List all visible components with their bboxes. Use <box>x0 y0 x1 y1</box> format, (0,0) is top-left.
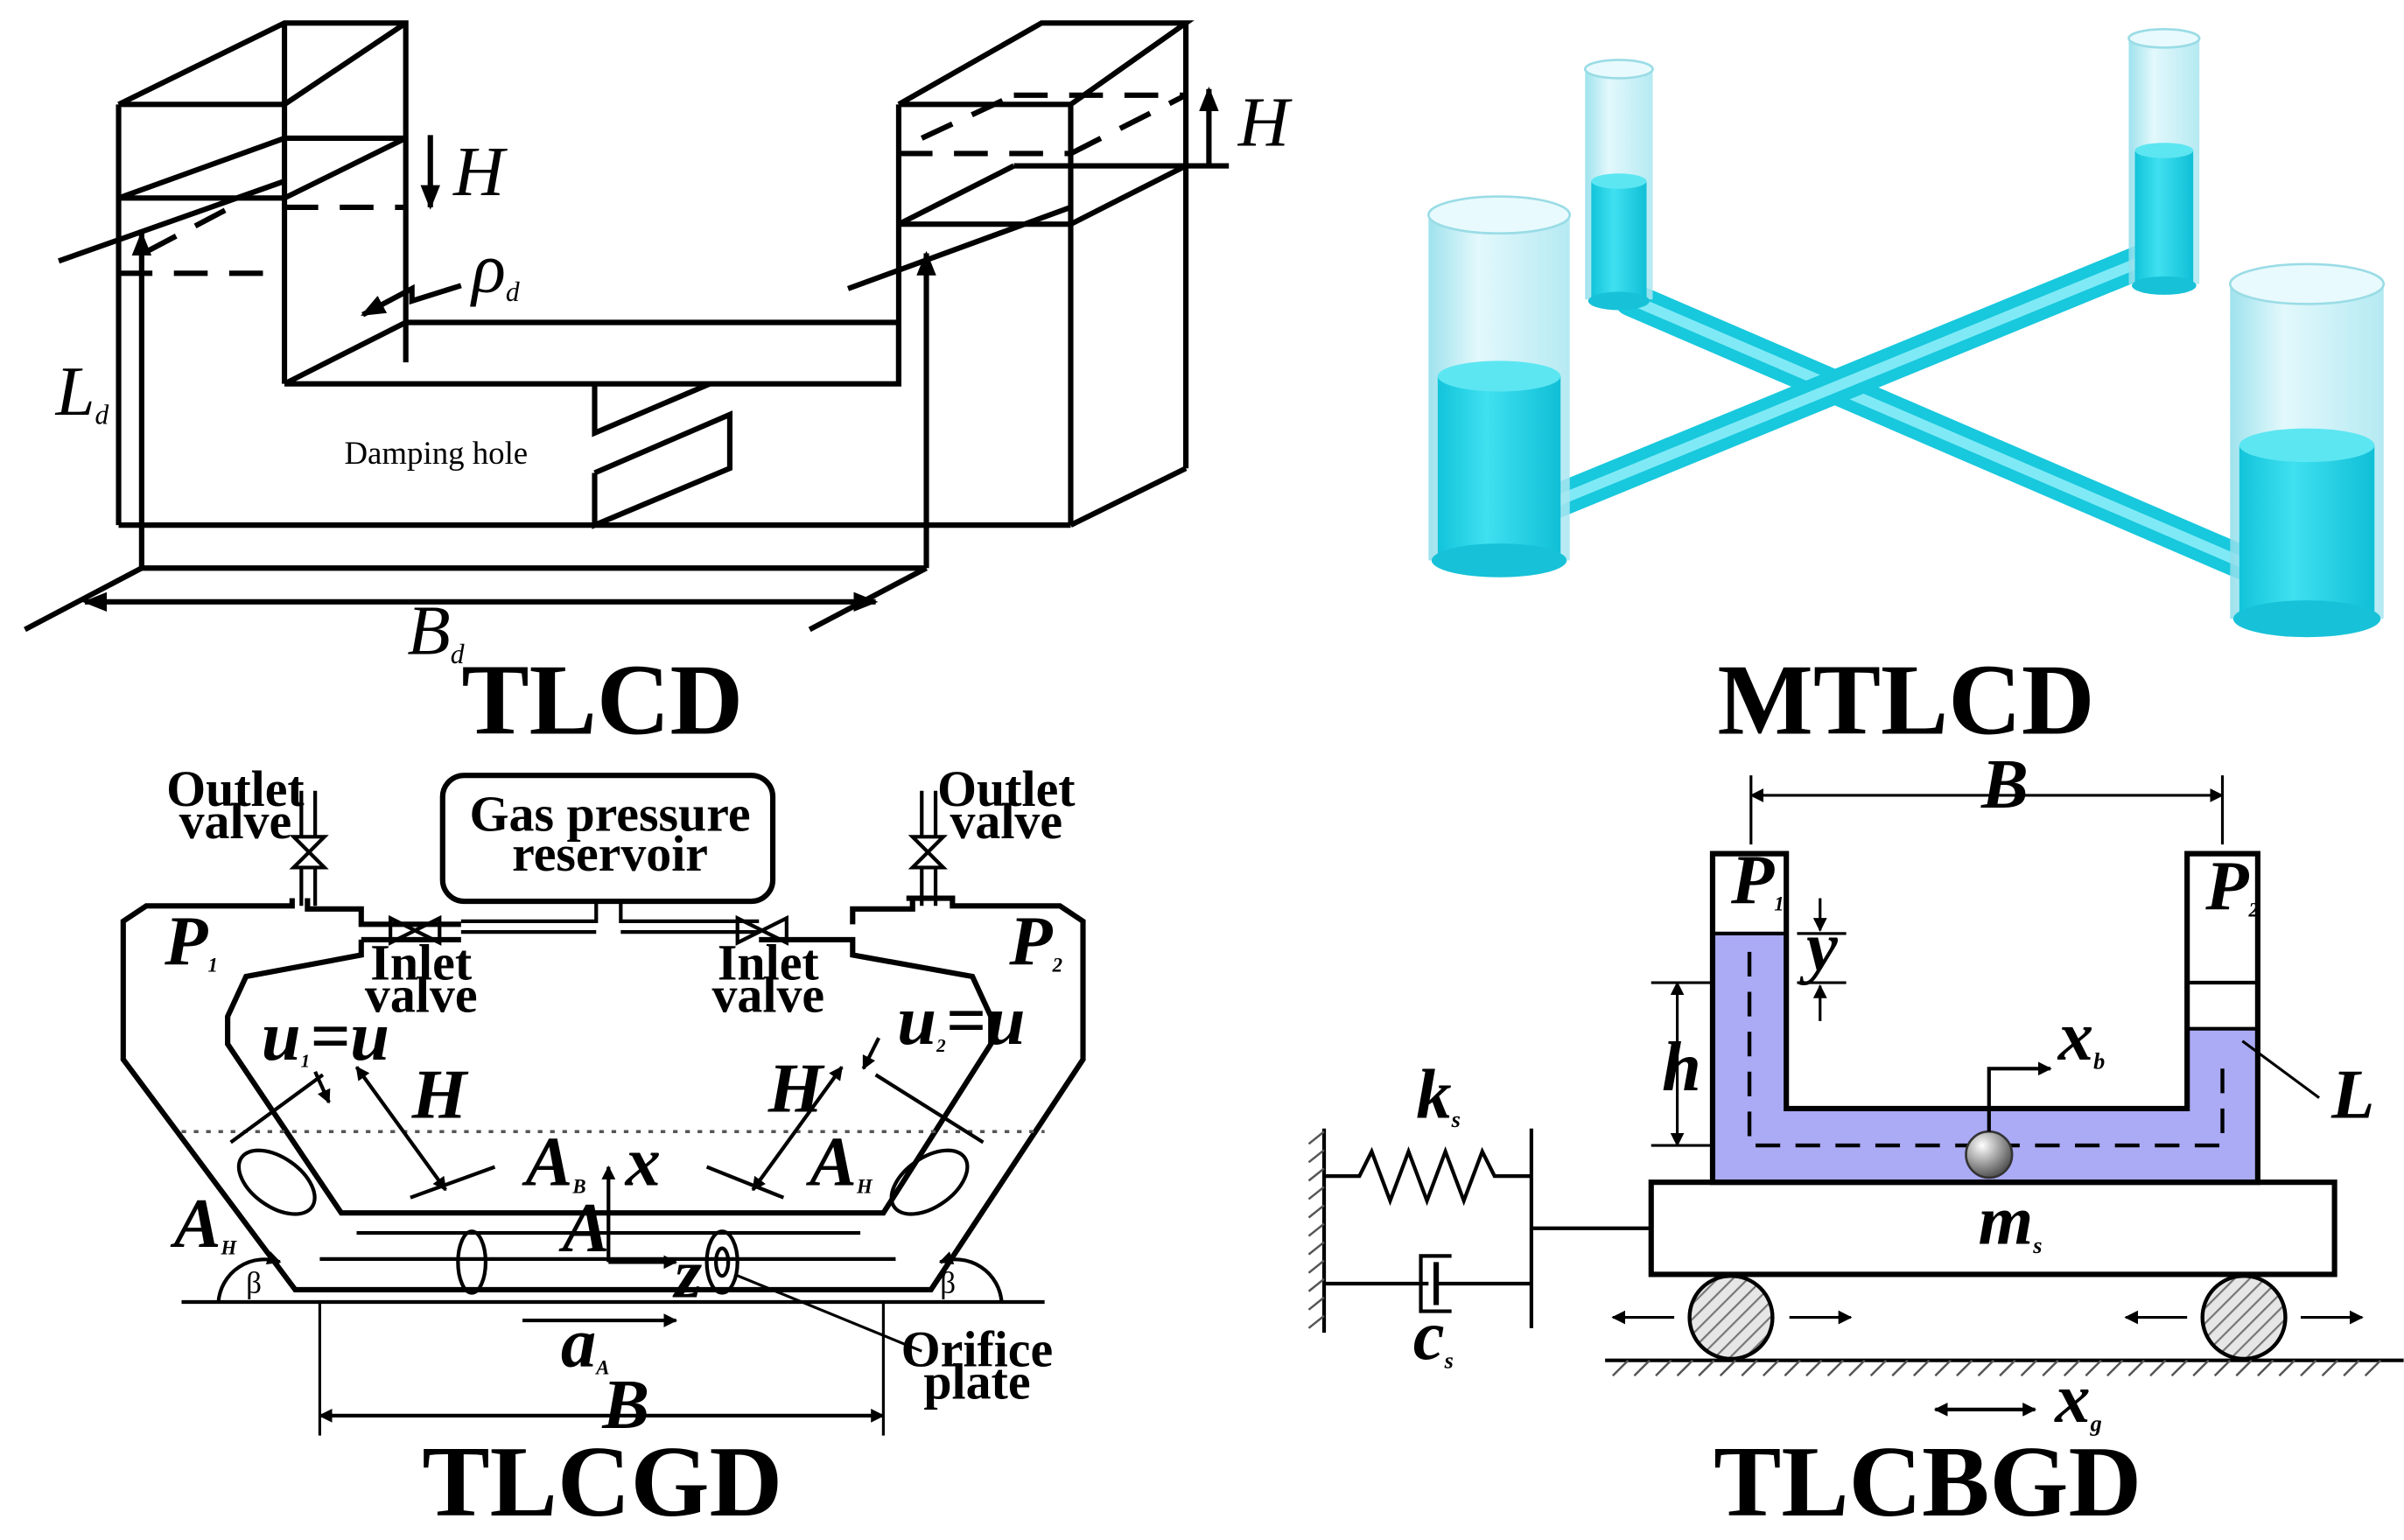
tlcbgd-label-cs: cs <box>1413 1297 1454 1375</box>
mtlcd-panel: MTLCD <box>1427 28 2386 757</box>
tlcgd-inlet-valve-left <box>389 914 442 946</box>
tlcd-label-h-left: H <box>452 133 508 211</box>
tlcbgd-panel: B P1 P2 y h xb L ks cs ms xg TLCBGD <box>1307 746 2404 1538</box>
tlcgd-label-beta-left: β <box>246 1265 262 1299</box>
tlcgd-outlet-valve-left <box>289 790 329 906</box>
tlcbgd-label-ks: ks <box>1416 1055 1461 1133</box>
tlcbgd-liquid <box>1712 933 2258 1183</box>
tlcbgd-spring <box>1324 1146 1531 1207</box>
tlcgd-label-u2: u2=u <box>897 982 1025 1060</box>
tlcbgd-wheel-left <box>1687 1273 1775 1362</box>
tlcbgd-label-xb: xb <box>2057 998 2106 1075</box>
mtlcd-column-front-right <box>2228 262 2386 638</box>
tlcd-label-rho: ρd <box>469 229 520 307</box>
tlcgd-label-outlet-right-2: valve <box>950 793 1062 850</box>
tlcgd-label-inlet-left-2: valve <box>365 966 478 1023</box>
tlcgd-vessel <box>120 895 1086 1293</box>
tlcd-left-column <box>58 20 409 526</box>
tlcgd-label-z: z <box>672 1236 703 1313</box>
tlcd-label-ld: Ld <box>55 353 109 430</box>
tlcgd-label-p1: P1 <box>164 902 218 980</box>
tlcbgd-label-ms: ms <box>1979 1181 2043 1259</box>
mtlcd-column-back-right <box>2127 28 2201 295</box>
tlcgd-label-a: A <box>558 1189 610 1267</box>
tlcgd-label-b: B <box>601 1366 649 1444</box>
tlcgd-label-aa: aA <box>561 1305 610 1382</box>
tlcbgd-label-l: L <box>2330 1055 2374 1133</box>
tlcbgd-caption: TLCBGD <box>1714 1426 2141 1538</box>
tlcgd-label-u1: u1=u <box>262 998 389 1075</box>
tlcgd-inlet-valve-right <box>735 914 788 946</box>
tlcgd-label-ah-left: AH <box>170 1185 238 1263</box>
tlcgd-label-inlet-right-1: Inlet <box>718 934 820 991</box>
tlcgd-label-reservoir-2: reservoir <box>512 825 708 882</box>
mtlcd-column-front-left <box>1427 195 1572 578</box>
tlcgd-gas-reservoir <box>439 773 776 905</box>
mtlcd-caption: MTLCD <box>1718 645 2095 757</box>
tlcd-panel: H H ρd Ld Bd Damping hole TLCD <box>24 20 1293 757</box>
tlcd-label-bd: Bd <box>407 592 464 670</box>
tlcgd-label-reservoir-1: Gas pressure <box>469 785 750 842</box>
tlcgd-outlet-valve-right <box>908 790 948 906</box>
tlcgd-caption: TLCGD <box>422 1426 782 1538</box>
tlcbgd-wheel-right <box>2200 1273 2288 1362</box>
tlcgd-label-x: x <box>625 1124 661 1201</box>
tlcd-label-damping-hole: Damping hole <box>344 435 528 471</box>
tlcgd-label-outlet-right-1: Outlet <box>937 760 1076 817</box>
tlcgd-panel: Gas pressure reservoir <box>120 760 1086 1538</box>
tlcbgd-label-xg: xg <box>2054 1360 2102 1438</box>
tlcgd-label-orifice-1: Orifice <box>901 1321 1054 1378</box>
tlcbgd-ball <box>1965 1130 2014 1180</box>
tlcd-label-h-right: H <box>1237 84 1293 162</box>
tlcgd-label-h-left: H <box>411 1055 469 1133</box>
tlcbgd-label-p1: P1 <box>1730 841 1784 919</box>
tlcgd-label-p2: P2 <box>1008 902 1062 980</box>
tlcgd-label-inlet-left-1: Inlet <box>370 934 473 991</box>
mtlcd-column-back-left <box>1583 59 1654 311</box>
tlcgd-label-outlet-left-2: valve <box>179 793 292 850</box>
tlcgd-label-outlet-left-1: Outlet <box>166 760 305 817</box>
tlcbgd-label-y: y <box>1798 908 1839 986</box>
tlcd-right-column <box>846 20 1230 528</box>
tlcbgd-label-p2: P2 <box>2204 847 2259 925</box>
tlcgd-label-beta-right: β <box>940 1265 956 1299</box>
tlcgd-label-h-right: H <box>767 1049 825 1127</box>
tlcgd-label-orifice-2: plate <box>923 1354 1030 1410</box>
tlcbgd-label-h: h <box>1662 1028 1701 1106</box>
tlcgd-orifice-plate <box>704 1229 739 1295</box>
tlcgd-label-ab: AB <box>522 1124 586 1201</box>
tlcbgd-label-b: B <box>1980 746 2029 823</box>
tlcd-caption: TLCD <box>461 645 743 757</box>
tlcgd-label-ah-right: AH <box>805 1124 873 1201</box>
tlcd-rho-arrow <box>361 283 462 318</box>
tlcgd-label-inlet-right-2: valve <box>711 966 824 1023</box>
